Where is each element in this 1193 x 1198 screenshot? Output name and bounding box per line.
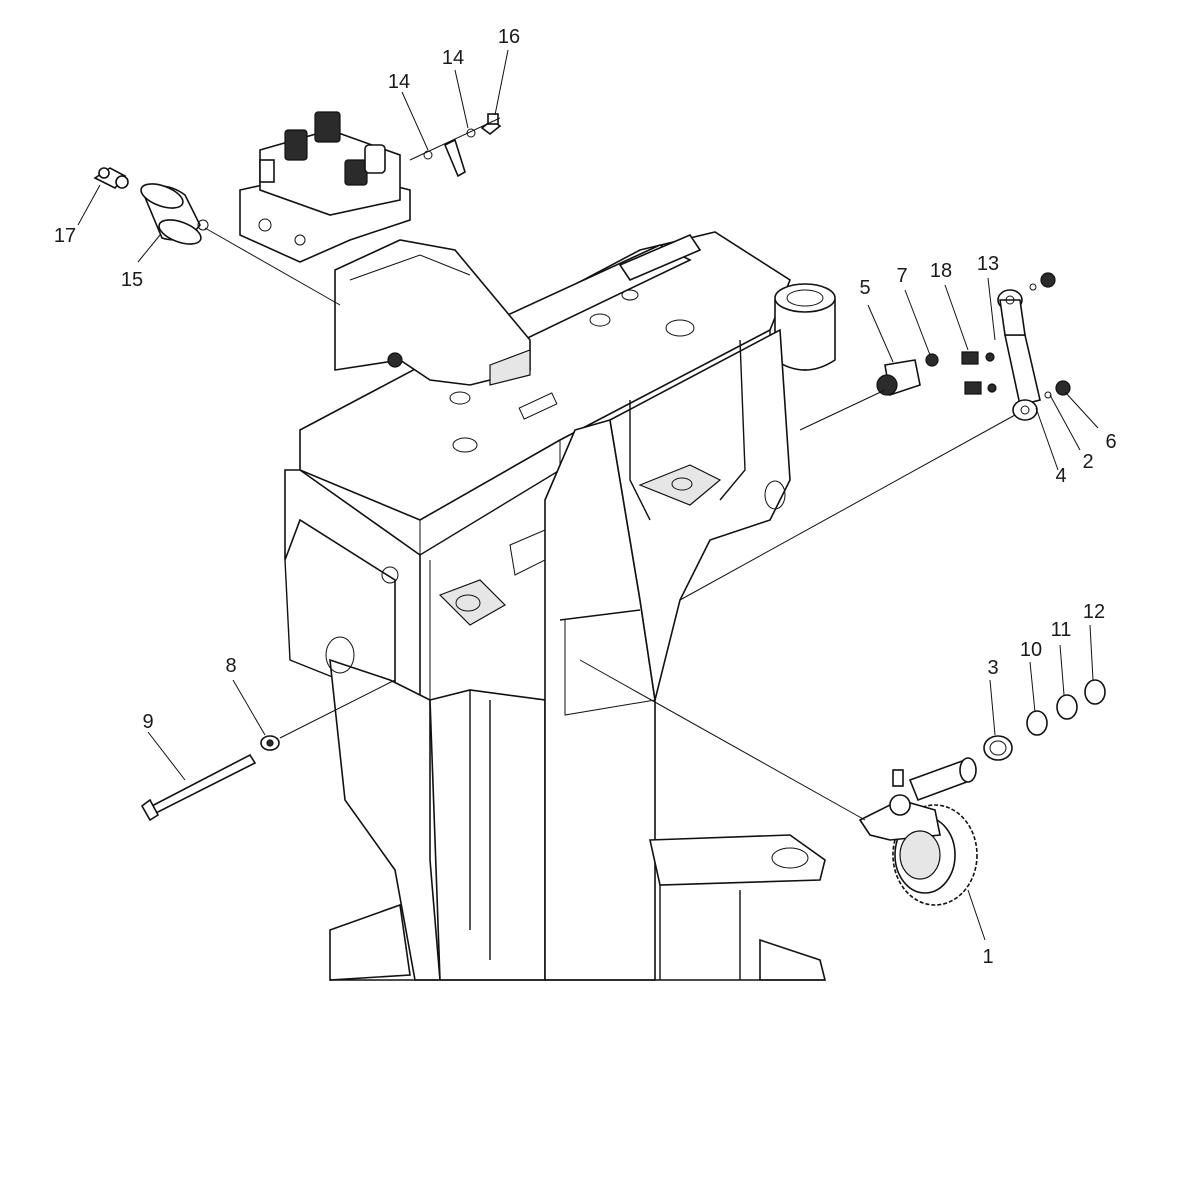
callout-10: 10	[1020, 639, 1042, 661]
callout-4: 4	[1055, 465, 1066, 487]
callout-5: 5	[859, 277, 870, 299]
bushing-part-3	[983, 735, 1013, 761]
callout-17: 17	[54, 225, 76, 247]
ring-parts-10-11-12	[1026, 679, 1106, 736]
callout-14-right: 14	[442, 47, 464, 69]
nut-part-6	[1029, 272, 1071, 399]
hydraulic-valve-block	[239, 111, 411, 263]
callout-14-left: 14	[388, 71, 410, 93]
callout-12: 12	[1083, 601, 1105, 623]
leader-line-1	[579, 659, 866, 821]
callout-15: 15	[121, 269, 143, 291]
valve-mounting-bracket	[334, 239, 531, 386]
leader-line-4	[679, 414, 1016, 601]
fittings-part-18	[961, 351, 997, 395]
callout-11: 11	[1051, 619, 1072, 641]
fitting-part-17	[93, 167, 129, 189]
callout-7: 7	[896, 265, 907, 287]
accumulator-part-15	[140, 183, 209, 245]
callout-3: 3	[987, 657, 998, 679]
callout-16: 16	[498, 26, 520, 48]
callout-leaders	[77, 49, 1099, 941]
leader-line-8	[279, 679, 396, 739]
callout-labels: 1 2 3 4 5 6 7 8 9 10 11 12 13 14 14 15 1…	[54, 26, 1117, 968]
callout-6: 6	[1105, 431, 1116, 453]
slew-gear-part-1	[858, 757, 978, 906]
callout-13: 13	[977, 253, 999, 275]
callout-9: 9	[142, 711, 153, 733]
callout-18: 18	[930, 260, 952, 282]
callout-1: 1	[982, 946, 993, 968]
cylinder-part-13	[997, 289, 1041, 421]
bolt-parts-14-16	[409, 113, 502, 178]
pin-part-9	[140, 753, 257, 822]
pin-part-5	[876, 353, 939, 397]
callout-2: 2	[1082, 451, 1093, 473]
callout-8: 8	[225, 655, 236, 677]
leader-line-5	[799, 389, 886, 431]
washer-part-8	[260, 735, 280, 751]
leader-line-15	[204, 227, 341, 306]
